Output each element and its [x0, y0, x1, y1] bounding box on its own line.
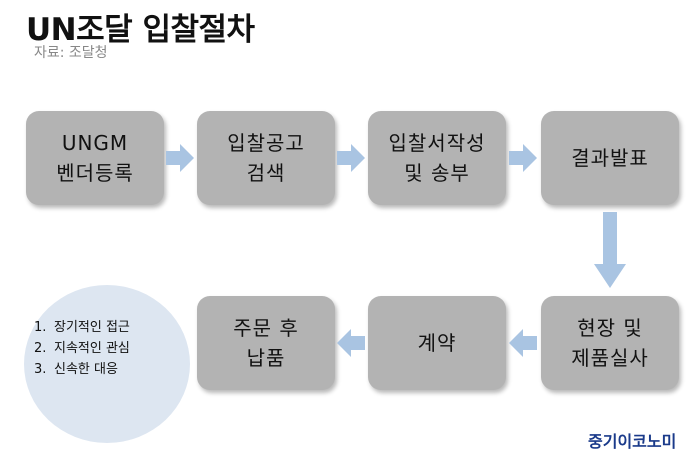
step-bid-preparation-submission: 입찰서작성 및 송부	[368, 111, 506, 205]
arrow-right-icon	[337, 144, 365, 172]
arrow-left-icon	[509, 329, 537, 357]
step-order-delivery: 주문 후 납품	[197, 296, 335, 390]
list-item: 3.신속한 대응	[34, 362, 118, 377]
notes-list: 1.장기적인 접근 2.지속적인 관심 3.신속한 대응	[34, 317, 130, 380]
step-ungm-vendor-registration: UNGM 벤더등록	[26, 111, 164, 205]
notes-circle	[24, 285, 190, 443]
source-note: 자료: 조달청	[34, 45, 108, 61]
publisher-logo: 중기이코노미	[588, 432, 677, 451]
arrow-down-icon	[594, 212, 626, 288]
list-item: 2.지속적인 관심	[34, 341, 130, 356]
step-bid-notice-search: 입찰공고 검색	[197, 111, 335, 205]
arrow-right-icon	[166, 144, 194, 172]
step-result-announcement: 결과발표	[541, 111, 679, 205]
arrow-right-icon	[509, 144, 537, 172]
page-title: UN조달 입찰절차	[26, 12, 255, 48]
list-item: 1.장기적인 접근	[34, 320, 130, 335]
arrow-left-icon	[337, 329, 365, 357]
step-contract: 계약	[368, 296, 506, 390]
step-site-product-inspection: 현장 및 제품실사	[541, 296, 679, 390]
